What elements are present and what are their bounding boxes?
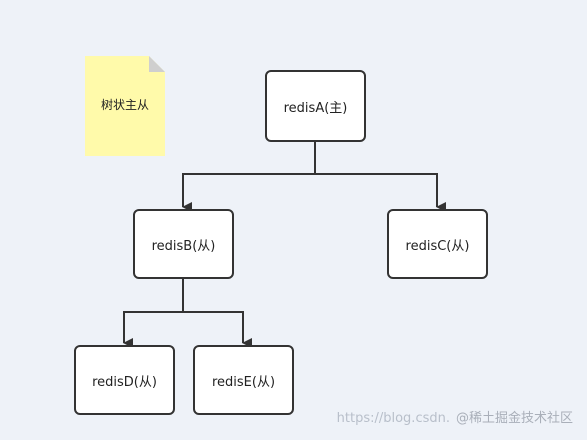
node-redis-c: redisC(从) [387, 209, 488, 279]
edge-a-b [182, 142, 316, 212]
edge-a-c [315, 173, 446, 212]
node-redis-b: redisB(从) [133, 209, 234, 279]
edge-b-d [123, 279, 184, 348]
node-redis-c-label: redisC(从) [405, 238, 470, 254]
sticky-note-shape [85, 56, 165, 156]
node-redis-e: redisE(从) [193, 345, 294, 415]
edge-b-e [183, 311, 252, 348]
watermark-url: https://blog.csdn. [336, 411, 450, 426]
node-redis-e-label: redisE(从) [211, 374, 276, 390]
node-redis-b-label: redisB(从) [151, 238, 216, 254]
watermark: https://blog.csdn. @稀土掘金技术社区 [337, 407, 573, 426]
node-redis-a: redisA(主) [265, 70, 366, 142]
node-redis-d: redisD(从) [74, 345, 175, 415]
node-redis-d-label: redisD(从) [92, 374, 157, 390]
sticky-note-text: 树状主从 [100, 98, 149, 112]
watermark-site: @稀土掘金技术社区 [455, 411, 573, 426]
sticky-note: 树状主从 [85, 56, 165, 156]
node-redis-a-label: redisA(主) [283, 100, 348, 116]
